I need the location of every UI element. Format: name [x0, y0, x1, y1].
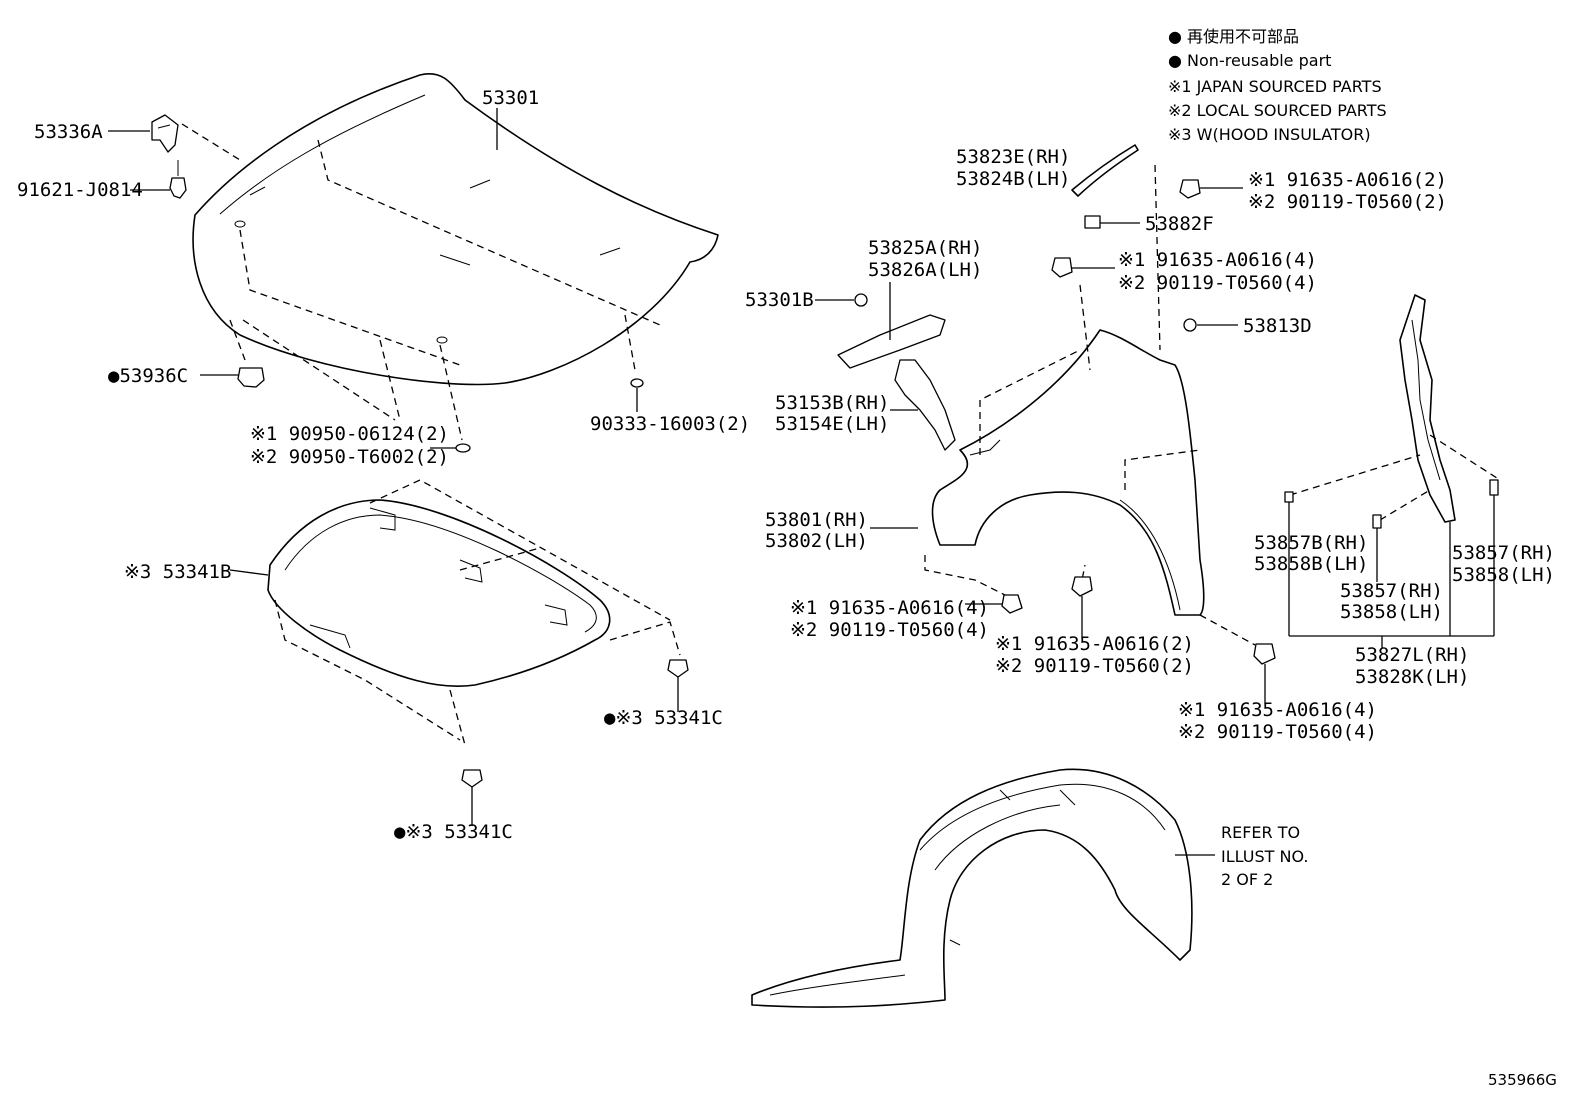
- refer-note-line3: 2 OF 2: [1221, 870, 1273, 889]
- hood-cushion-53936c: [237, 367, 265, 388]
- label-53858-mid: 53858(LH): [1340, 601, 1443, 623]
- fender-liner: [751, 768, 1215, 1008]
- label-90333: 90333-16003(2): [590, 413, 750, 435]
- refer-note-line2: ILLUST NO.: [1221, 847, 1308, 866]
- label-53823e: 53823E(RH): [956, 146, 1070, 168]
- refer-note: REFER TO ILLUST NO. 2 OF 2: [1221, 823, 1308, 889]
- hood-insulator: [267, 479, 681, 746]
- label-91621: 91621-J0814: [17, 179, 143, 201]
- insulator-clip-bottom: [461, 769, 483, 826]
- label-53858-right: 53858(LH): [1452, 564, 1555, 586]
- label-53857-mid: 53857(RH): [1340, 580, 1443, 602]
- label-90119-center-local: ※2 90119-T0560(2): [995, 655, 1194, 677]
- fender-clip-53301b: [815, 293, 868, 307]
- hood-plug-90950: [455, 443, 471, 453]
- fender-bolt-lower-center: [1071, 576, 1093, 638]
- label-53341c-right: ●※3 53341C: [604, 707, 723, 729]
- fender-side-seal: [1289, 294, 1501, 523]
- legend-non-reusable-jp: ● 再使用不可部品: [1168, 27, 1299, 46]
- part-labels: 53301 53336A 91621-J0814 ●53936C ※1 9095…: [17, 87, 1555, 843]
- label-91635-center-jp: ※1 91635-A0616(2): [995, 633, 1194, 655]
- label-53825a: 53825A(RH): [868, 237, 982, 259]
- hood-plug-90333: [630, 378, 644, 388]
- label-90119-mid-local: ※2 90119-T0560(4): [1118, 272, 1317, 294]
- label-53341b: ※3 53341B: [124, 561, 231, 583]
- refer-note-line1: REFER TO: [1221, 823, 1300, 842]
- side-seal-clips: [1284, 479, 1499, 648]
- label-90119-lower-local: ※2 90119-T0560(4): [790, 619, 989, 641]
- legend-local-sourced: ※2 LOCAL SOURCED PARTS: [1168, 101, 1387, 120]
- label-53826a: 53826A(LH): [868, 259, 982, 281]
- fender-bolt-mid: [1051, 257, 1115, 278]
- hood-panel: [181, 73, 719, 441]
- legend-non-reusable-en: ● Non-reusable part: [1168, 51, 1331, 70]
- hood-leader-lines: [108, 108, 638, 449]
- illustration-code: 535966G: [1488, 1071, 1557, 1089]
- fender-bolt-top: [1179, 179, 1243, 199]
- fender-bolt-lower-left: [965, 594, 1023, 614]
- fender-clip-53813d: [1183, 318, 1238, 332]
- label-53301: 53301: [482, 87, 539, 109]
- label-53827l: 53827L(RH): [1355, 644, 1469, 666]
- label-53824b: 53824B(LH): [956, 168, 1070, 190]
- fender-seal-strip: [1071, 144, 1139, 197]
- label-53857b: 53857B(RH): [1254, 532, 1368, 554]
- label-53857-right: 53857(RH): [1452, 542, 1555, 564]
- fender-liner-bracket: [890, 359, 956, 451]
- label-90950-jp: ※1 90950-06124(2): [250, 423, 449, 445]
- label-53858b: 53858B(LH): [1254, 553, 1368, 575]
- label-91635-top-jp: ※1 91635-A0616(2): [1248, 169, 1447, 191]
- label-53336a: 53336A: [34, 121, 103, 143]
- hood-hinge-bracket: [151, 114, 179, 153]
- label-90119-top-local: ※2 90119-T0560(2): [1248, 191, 1447, 213]
- legend-japan-sourced: ※1 JAPAN SOURCED PARTS: [1168, 77, 1382, 96]
- hood-bolt-91621: [169, 160, 187, 199]
- label-53936c: ●53936C: [108, 365, 188, 387]
- front-fender-panel: [924, 164, 1256, 646]
- label-53813d: 53813D: [1243, 315, 1312, 337]
- label-91635-right-jp: ※1 91635-A0616(4): [1178, 699, 1377, 721]
- legend-hood-insulator: ※3 W(HOOD INSULATOR): [1168, 125, 1371, 144]
- label-90119-right-local: ※2 90119-T0560(4): [1178, 721, 1377, 743]
- label-53882f: 53882F: [1145, 213, 1214, 235]
- insulator-leader: [229, 569, 269, 576]
- label-53802: 53802(LH): [765, 530, 868, 552]
- label-90950-local: ※2 90950-T6002(2): [250, 446, 449, 468]
- label-53828k: 53828K(LH): [1355, 666, 1469, 688]
- label-53153b: 53153B(RH): [775, 392, 889, 414]
- label-91635-lower-jp: ※1 91635-A0616(4): [790, 597, 989, 619]
- insulator-clip-right: [667, 659, 689, 712]
- illustration-code-text: 535966G: [1488, 1071, 1557, 1089]
- legend: ● 再使用不可部品 ● Non-reusable part ※1 JAPAN S…: [1168, 27, 1387, 144]
- label-53341c-bottom: ●※3 53341C: [394, 821, 513, 843]
- label-53801: 53801(RH): [765, 509, 868, 531]
- label-53154e: 53154E(LH): [775, 413, 889, 435]
- fender-bolt-lower-right: [1253, 643, 1276, 704]
- label-91635-mid-jp: ※1 91635-A0616(4): [1118, 249, 1317, 271]
- label-53301b: 53301B: [745, 289, 814, 311]
- fender-clip-53882f: [1084, 215, 1140, 229]
- fender-seal-bracket: [837, 282, 946, 369]
